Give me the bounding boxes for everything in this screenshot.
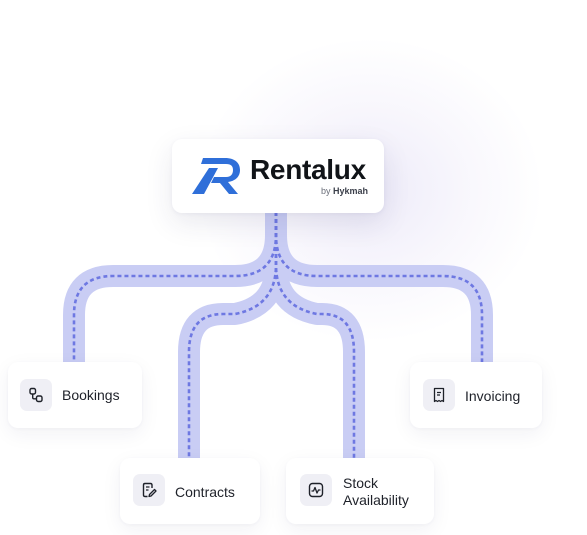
brand-byline: by Hykmah — [321, 186, 368, 197]
invoicing-icon-box — [423, 379, 455, 411]
byline-company: Hykmah — [332, 186, 368, 196]
bookings-icon-box — [20, 379, 52, 411]
connector-dash-contracts — [187, 212, 278, 458]
module-label-invoicing: Invoicing — [465, 388, 521, 404]
module-card-stock-availability: Stock Availability — [286, 458, 434, 524]
rentalux-r-logo-icon — [192, 158, 240, 194]
module-label-bookings: Bookings — [62, 387, 120, 403]
contracts-icon-box — [133, 474, 165, 506]
module-label-stock-availability: Stock Availability — [343, 475, 409, 508]
stock-availability-icon — [308, 482, 324, 498]
byline-prefix: by — [320, 186, 333, 196]
contracts-icon — [142, 482, 157, 498]
connector-dash-bookings — [72, 212, 278, 362]
module-card-bookings: Bookings — [8, 362, 142, 428]
brand-name: Rentalux — [250, 154, 366, 185]
brand-logo-card: Rentalux by Hykmah — [172, 139, 384, 213]
connector-bookings — [63, 212, 287, 362]
module-card-contracts: Contracts — [120, 458, 260, 524]
bookings-icon — [29, 387, 43, 403]
module-card-invoicing: Invoicing — [410, 362, 542, 428]
connector-dash-stock — [274, 212, 356, 458]
stock-availability-icon-box — [300, 474, 332, 506]
connector-contracts — [178, 212, 287, 458]
module-label-contracts: Contracts — [175, 484, 235, 500]
invoicing-icon — [433, 387, 445, 403]
connector-dash-invoicing — [274, 212, 484, 362]
connector-invoicing — [265, 212, 493, 362]
